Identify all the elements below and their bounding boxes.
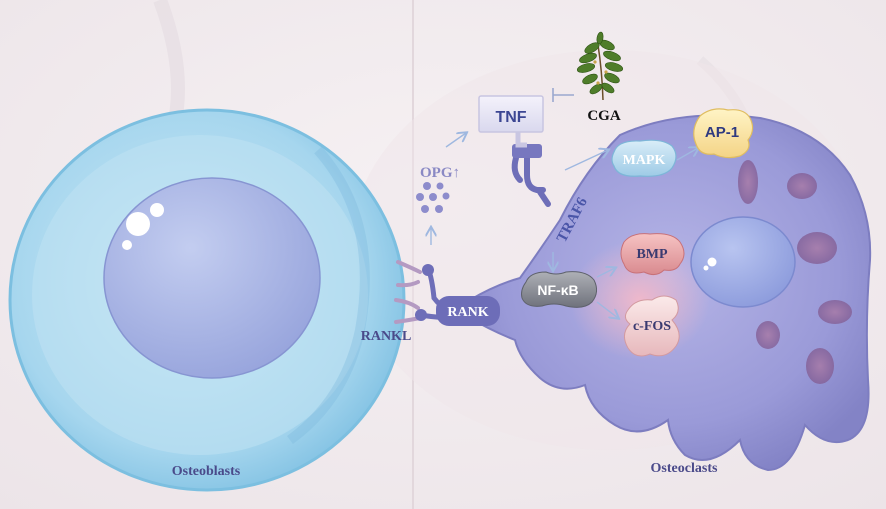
rank-capsule: [436, 296, 500, 326]
rank-receptor: [415, 264, 500, 326]
nfkb-node: [521, 271, 598, 308]
plant-leaves-icon: [576, 31, 624, 101]
cga-label: CGA: [587, 108, 621, 124]
nucleus-highlight: [126, 212, 150, 236]
osteoclast-cell: [469, 114, 872, 472]
bmp-node: [620, 233, 685, 276]
opg-label: OPG↑: [420, 165, 460, 181]
activation-arrow-icon: [431, 133, 698, 318]
osteoclasts-label: Osteoclasts: [651, 461, 718, 476]
mapk-label: MAPK: [623, 153, 666, 168]
cfos-node: [624, 295, 680, 357]
nfkb-label: NF-κB: [537, 282, 578, 298]
osteoblast-nucleus: [103, 177, 321, 379]
osteoblast-cell: [8, 108, 406, 492]
tnf-box: [478, 95, 544, 148]
ap1-label: AP-1: [705, 124, 739, 141]
tnf-label: TNF: [495, 109, 526, 126]
osteoblasts-label: Osteoblasts: [172, 464, 241, 479]
opg-particles: [416, 182, 450, 213]
ap1-node: [693, 108, 754, 159]
bmp-label: BMP: [636, 247, 668, 262]
tnf-receptor-stalk: [511, 147, 551, 207]
osteoclast-vesicles: [738, 160, 852, 384]
osteoclast-nucleus: [690, 216, 796, 308]
inhibition-bar-icon: [552, 88, 574, 102]
rankl-label: RANKL: [361, 329, 412, 344]
cfos-label: c-FOS: [633, 319, 671, 334]
mapk-node: [611, 139, 677, 177]
rank-label: RANK: [447, 305, 488, 320]
